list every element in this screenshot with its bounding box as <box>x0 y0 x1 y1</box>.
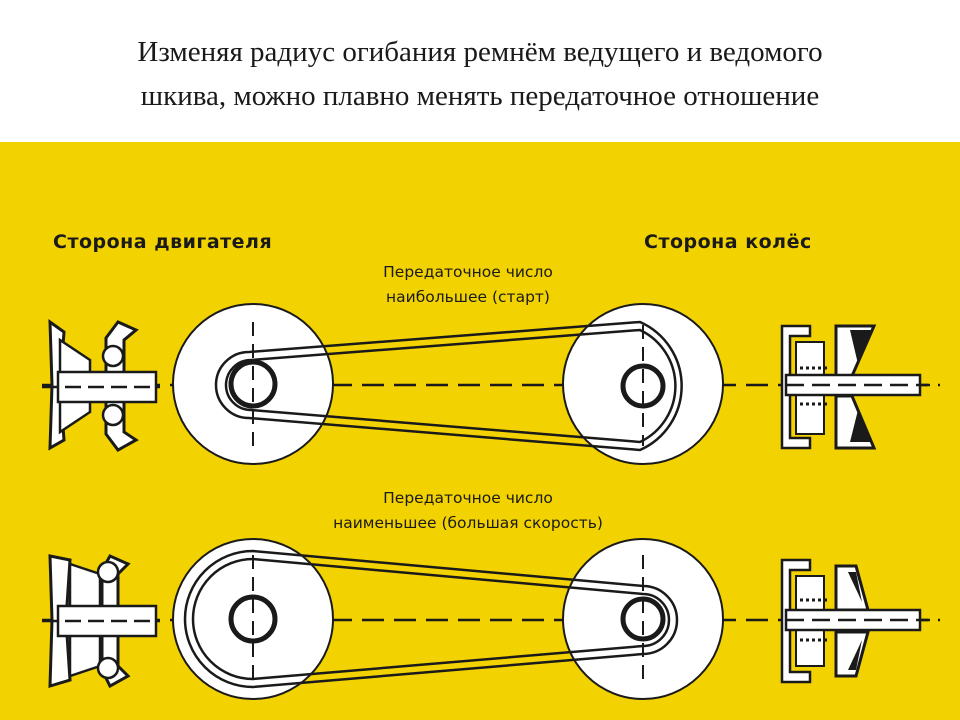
bottom-belt <box>183 549 679 689</box>
top-ratio-label: Передаточное число наибольшее (старт) <box>258 260 678 310</box>
top-ratio-line-1: Передаточное число <box>383 263 553 281</box>
top-right-hub <box>620 363 666 409</box>
title-line-2: шкива, можно плавно менять передаточное … <box>140 80 820 112</box>
bottom-left-pulley-disc <box>172 538 334 700</box>
top-row-diagram <box>42 303 940 465</box>
top-right-pulley-disc <box>562 303 724 465</box>
bottom-engine-pulley <box>42 554 160 689</box>
title-line-1: Изменяя радиус огибания ремнём ведущего … <box>137 36 823 68</box>
cvt-diagram-panel: Сторона двигателя Сторона колёс Передато… <box>0 142 960 720</box>
top-ratio-line-2: наибольшее (старт) <box>386 288 550 306</box>
bottom-wheel-pulley <box>780 558 930 684</box>
bottom-ratio-line-2: наименьшее (большая скорость) <box>333 514 603 532</box>
wheel-side-label: Сторона колёс <box>644 231 812 253</box>
top-wheel-pulley <box>780 324 930 450</box>
cvt-diagram <box>42 303 940 700</box>
engine-side-label: Сторона двигателя <box>53 231 273 253</box>
slide-title: Изменяя радиус огибания ремнём ведущего … <box>0 30 960 118</box>
top-left-pulley-disc <box>172 303 334 465</box>
bottom-ratio-line-1: Передаточное число <box>383 489 553 507</box>
bottom-ratio-label: Передаточное число наименьшее (большая с… <box>258 486 678 536</box>
bottom-right-pulley-disc <box>562 538 724 700</box>
bottom-left-hub <box>228 594 278 644</box>
top-engine-pulley <box>42 319 160 452</box>
bottom-row-diagram <box>42 538 940 700</box>
top-left-hub <box>228 359 278 409</box>
